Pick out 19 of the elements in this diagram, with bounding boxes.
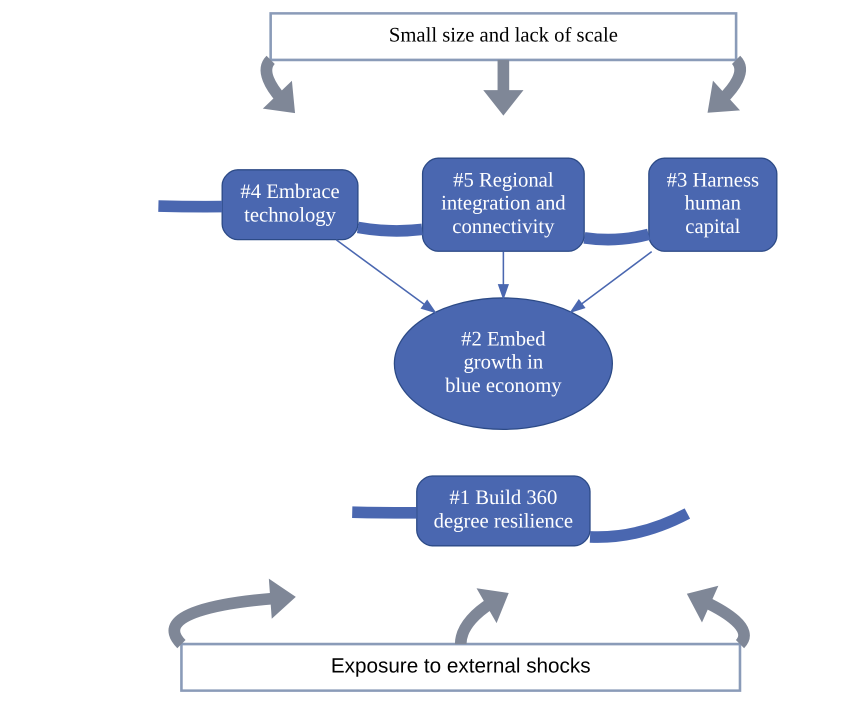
node-box: #4 Embrace technology	[222, 169, 359, 240]
node-box: #3 Harness human capital	[648, 158, 778, 252]
arrow	[260, 56, 296, 114]
connector	[590, 508, 690, 543]
node-box: Exposure to external shocks	[180, 642, 742, 692]
arrow	[336, 239, 437, 314]
arrow	[708, 56, 746, 113]
connector	[357, 222, 423, 237]
node-box: #5 Regional integration and connectivity	[422, 158, 585, 252]
arrow	[498, 252, 509, 300]
connector	[584, 228, 650, 246]
node-box: #1 Build 360 degree resilience	[416, 475, 591, 546]
arrow	[168, 578, 296, 648]
connector	[158, 200, 222, 212]
node-box: Small size and lack of scale	[269, 12, 738, 62]
arrow	[686, 586, 750, 648]
connector	[352, 506, 417, 519]
arrow	[569, 251, 652, 314]
arrow	[483, 60, 524, 116]
